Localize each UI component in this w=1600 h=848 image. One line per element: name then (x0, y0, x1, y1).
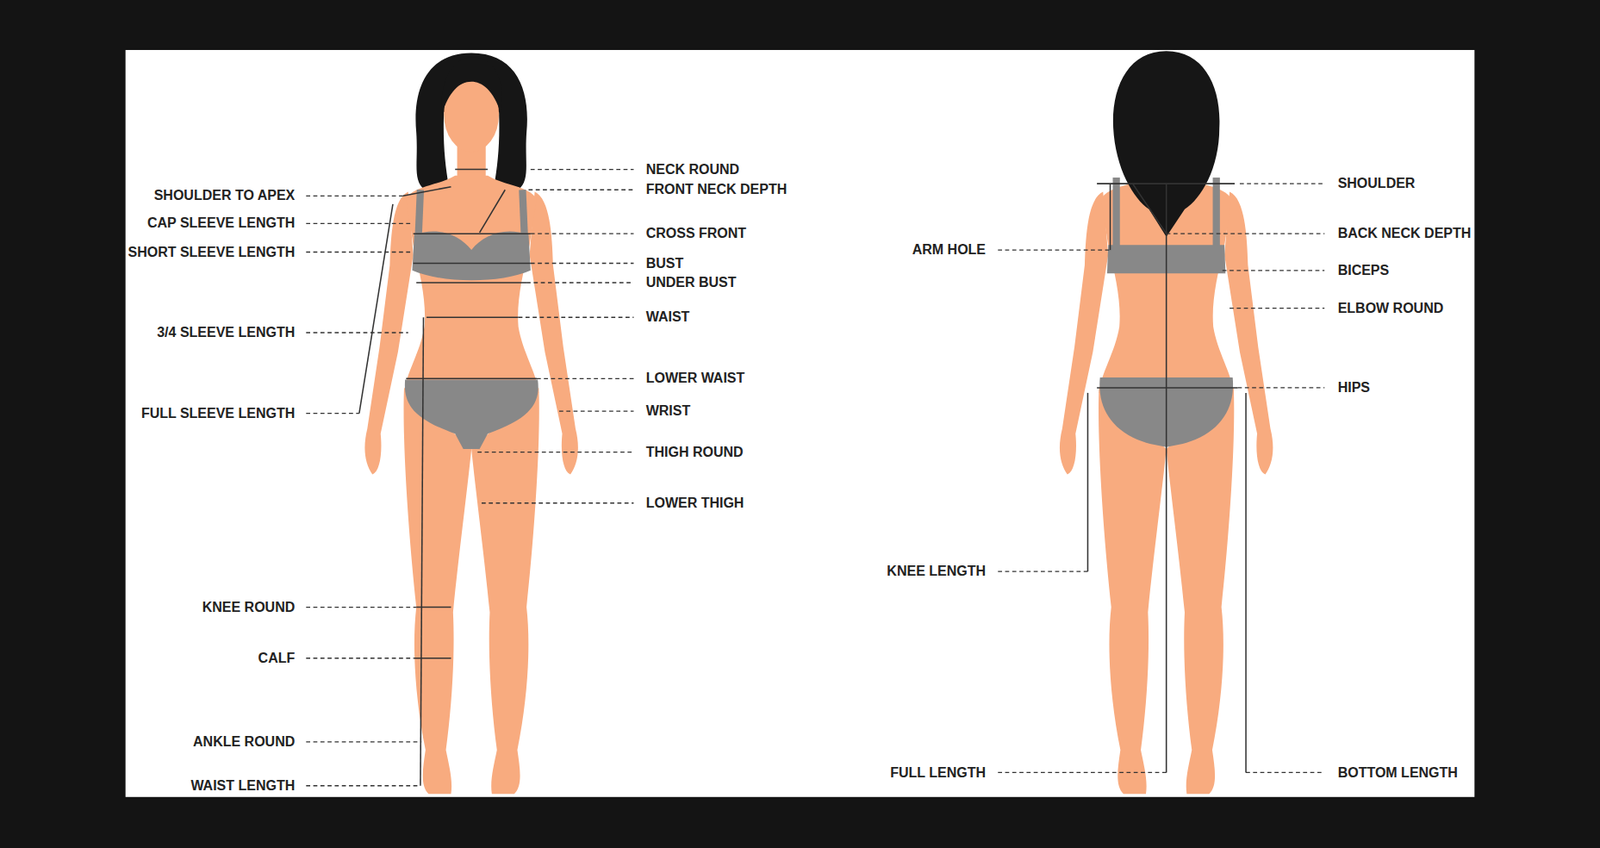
measure-line (416, 606, 451, 609)
measure-label: UNDER BUST (646, 275, 737, 290)
leader-line (305, 740, 422, 742)
measure-label: CAP SLEEVE LENGTH (147, 216, 295, 231)
measure-label: 3/4 SLEEVE LENGTH (156, 325, 295, 340)
front-figure (364, 53, 578, 795)
measure-line (1133, 183, 1167, 234)
measure-label: LOWER THIGH (646, 496, 745, 511)
measure-label: WAIST LENGTH (190, 778, 295, 793)
measure-label: THIGH ROUND (646, 445, 744, 460)
measure-label: FRONT NECK DEPTH (646, 182, 788, 197)
leader-line (530, 262, 635, 264)
hair-top (441, 56, 502, 114)
measure-line (405, 378, 537, 380)
leader-line (536, 378, 635, 380)
measure-label: SHOULDER (1338, 176, 1416, 191)
measure-line (1165, 183, 1168, 772)
leader-line (530, 233, 635, 235)
measure-lines (359, 169, 1246, 786)
leader-line (305, 251, 413, 253)
leg (404, 387, 473, 794)
back-figure (1059, 50, 1273, 794)
leader-line (477, 451, 634, 453)
leader-line (481, 502, 634, 504)
leg (471, 387, 540, 794)
leader-line (997, 771, 1166, 773)
measure-label: KNEE LENGTH (886, 564, 986, 579)
measure-label: BOTTOM LENGTH (1338, 765, 1458, 780)
measure-line (414, 657, 452, 660)
leader-line (1166, 233, 1326, 235)
measure-label: ELBOW ROUND (1338, 301, 1445, 316)
measure-line (1087, 392, 1090, 572)
bra-strap (522, 189, 524, 237)
measure-label: BACK NECK DEPTH (1338, 226, 1472, 241)
bra-strap (1112, 177, 1120, 248)
hair-back (415, 53, 527, 191)
bra-strap (1213, 177, 1221, 248)
measure-line (1245, 392, 1247, 772)
measure-line (413, 232, 531, 235)
measure-label: SHOULDER TO APEX (154, 188, 296, 203)
leader-line (305, 606, 417, 608)
measure-label: ANKLE ROUND (192, 734, 295, 749)
measure-label: BUST (646, 256, 685, 271)
measure-line (1096, 386, 1238, 389)
leg (1098, 387, 1167, 794)
bra (411, 231, 530, 281)
leader-lines (305, 169, 1325, 786)
leader-line (997, 570, 1088, 572)
leader-line (559, 410, 634, 412)
measure-line (359, 204, 393, 414)
leader-line (530, 168, 635, 170)
leader-line (528, 189, 634, 191)
leader-line (305, 784, 421, 786)
leader-line (1222, 269, 1325, 271)
measure-line (420, 317, 424, 786)
measure-line (479, 189, 506, 233)
leg (1166, 387, 1235, 794)
leader-line (305, 195, 404, 197)
measure-line (416, 281, 527, 284)
measure-label: FULL SLEEVE LENGTH (141, 406, 295, 421)
measure-line (426, 316, 519, 318)
leader-line (518, 317, 635, 318)
leader-line (1245, 771, 1325, 773)
measure-line (1109, 183, 1112, 250)
measure-label: BICEPS (1338, 263, 1390, 278)
measure-line (454, 168, 488, 171)
measure-line (413, 262, 531, 265)
measure-label: HIPS (1338, 380, 1370, 395)
measure-label: SHORT SLEEVE LENGTH (127, 245, 295, 260)
leader-line (1229, 307, 1325, 309)
measure-label: WRIST (646, 404, 692, 418)
leader-line (305, 412, 360, 414)
measure-label: NECK ROUND (646, 162, 740, 177)
measure-label: KNEE ROUND (202, 600, 296, 615)
panel (125, 49, 1476, 797)
measure-label: ARM HOLE (912, 242, 986, 257)
measure-label: CROSS FRONT (646, 226, 747, 241)
leader-line (305, 223, 411, 225)
bra-strap (418, 189, 421, 237)
leader-line (305, 657, 415, 659)
torso (404, 175, 539, 393)
measure-line (403, 186, 452, 197)
leader-line (997, 249, 1110, 250)
leader-line (1238, 386, 1326, 388)
measure-label: CALF (258, 651, 296, 666)
measure-label: WAIST (646, 310, 691, 324)
briefs (404, 379, 539, 449)
leader-line (1239, 182, 1325, 184)
measure-label: LOWER WAIST (646, 371, 746, 386)
leader-line (526, 281, 634, 283)
measure-label: FULL LENGTH (890, 765, 986, 780)
leader-line (305, 331, 408, 333)
